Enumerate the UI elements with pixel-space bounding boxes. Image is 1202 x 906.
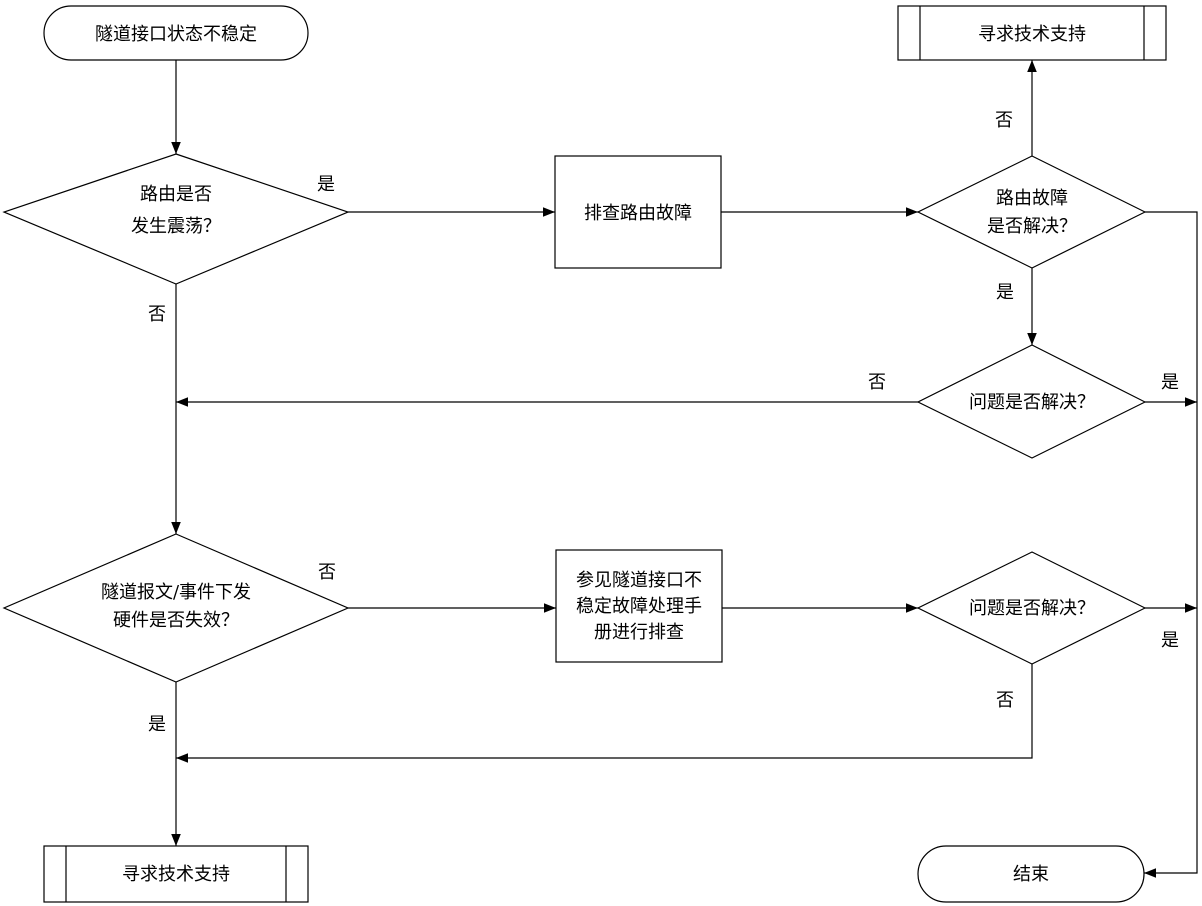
node-problem-solved-1-decision: 问题是否解决？ — [916, 344, 1147, 459]
node-route-fixed-line-2: 是否解决？ — [987, 216, 1077, 237]
node-route-flap-decision: 路由是否 发生震荡？ — [2, 153, 350, 285]
node-start: 隧道接口状态不稳定 — [43, 5, 309, 61]
node-problem-solved-1-label: 问题是否解决？ — [969, 392, 1095, 413]
node-check-route: 排查路由故障 — [554, 155, 722, 269]
label-route-fixed-yes: 是 — [996, 282, 1014, 303]
label-route-flap-no: 否 — [148, 304, 166, 325]
node-problem-solved-2-decision: 问题是否解决？ — [916, 551, 1147, 665]
label-problem-1-no: 否 — [868, 372, 886, 393]
node-packet-invalid-line-2: 硬件是否失效？ — [113, 610, 239, 631]
label-route-flap-yes: 是 — [317, 174, 335, 195]
edge-problem-2-no — [176, 664, 1033, 763]
label-problem-2-no: 否 — [996, 690, 1014, 711]
node-packet-invalid-decision: 隧道报文/事件下发 硬件是否失效？ — [2, 533, 350, 683]
node-manual: 参见隧道接口不 稳定故障处理手 册进行排查 — [555, 549, 723, 663]
node-packet-invalid-line-1: 隧道报文/事件下发 — [101, 582, 251, 603]
label-packet-invalid-no: 否 — [318, 562, 336, 583]
node-manual-line-1: 参见隧道接口不 — [576, 570, 702, 591]
node-manual-line-2: 稳定故障处理手 — [576, 596, 702, 617]
label-problem-1-yes: 是 — [1161, 372, 1179, 393]
node-support-top: 寻求技术支持 — [897, 5, 1167, 61]
label-packet-invalid-yes: 是 — [148, 714, 166, 735]
node-support-bottom-label: 寻求技术支持 — [122, 864, 230, 885]
node-problem-solved-2-label: 问题是否解决？ — [969, 598, 1095, 619]
label-route-fixed-no: 否 — [995, 110, 1013, 131]
node-route-flap-line-1: 路由是否 — [140, 184, 212, 205]
label-problem-2-yes: 是 — [1161, 630, 1179, 651]
node-support-top-label: 寻求技术支持 — [978, 24, 1086, 45]
node-route-fixed-decision: 路由故障 是否解决？ — [916, 155, 1147, 269]
node-check-route-label: 排查路由故障 — [584, 203, 692, 224]
node-support-bottom: 寻求技术支持 — [43, 845, 309, 903]
node-end-label: 结束 — [1013, 864, 1049, 885]
node-manual-line-3: 册进行排查 — [594, 622, 684, 643]
node-route-fixed-line-1: 路由故障 — [996, 188, 1068, 209]
edge-right-bus-to-end — [1144, 211, 1198, 878]
node-end: 结束 — [917, 845, 1145, 903]
node-route-flap-line-2: 发生震荡？ — [131, 216, 221, 237]
node-start-label: 隧道接口状态不稳定 — [95, 24, 257, 45]
